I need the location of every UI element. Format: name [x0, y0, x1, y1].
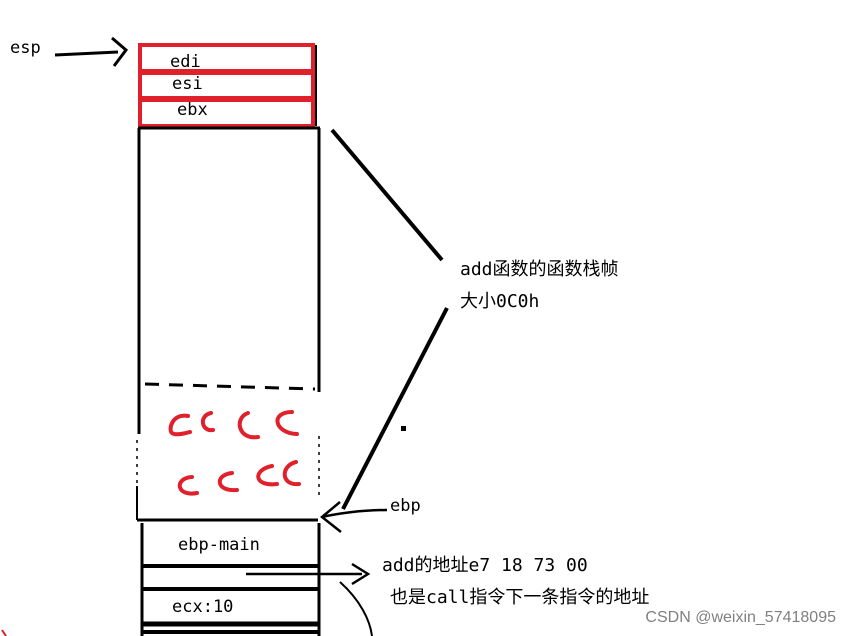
frame-pointer-bottom: [341, 307, 449, 510]
ebp-arrow-head: [320, 501, 342, 533]
fill-mark: [256, 464, 279, 487]
fill-mark: [177, 475, 199, 496]
stray-dot: [401, 426, 406, 431]
register-edi-label: edi: [170, 52, 201, 72]
retaddr-note-line2: 也是call指令下一条指令的地址: [390, 587, 650, 608]
fill-mark: [217, 471, 239, 493]
corner-mark: [1, 629, 7, 636]
register-box-ebx: [138, 98, 315, 128]
retaddr-curve: [339, 581, 373, 636]
stack-slot-ecx: ecx:10: [172, 597, 234, 617]
retaddr-arrow-head: [351, 562, 371, 586]
esp-arrow-shaft: [54, 50, 119, 57]
esp-label: esp: [10, 38, 41, 58]
fill-mark: [168, 413, 192, 437]
fill-mark: [282, 460, 301, 487]
fill-mark: [237, 411, 260, 440]
fill-marks: [168, 410, 301, 496]
fill-mark: [275, 410, 299, 436]
register-ebx-label: ebx: [177, 100, 208, 120]
stack-slot-ebp-main: ebp-main: [178, 535, 260, 555]
frame-note-line1: add函数的函数栈帧: [460, 259, 619, 280]
frame-dashed-divider: [144, 382, 316, 391]
retaddr-note-line1: add的地址e7 18 73 00: [382, 555, 588, 576]
fill-mark: [201, 411, 215, 433]
register-esi-label: esi: [172, 74, 203, 94]
watermark: CSDN @weixin_57418095: [645, 609, 836, 626]
frame-pointer-top: [330, 128, 444, 262]
ebp-arrow-shaft: [321, 508, 388, 519]
register-box-edi: [138, 43, 315, 73]
esp-arrow-head: [111, 36, 129, 67]
register-box-esi: [138, 71, 315, 100]
frame-note-line2: 大小0C0h: [460, 291, 540, 312]
ebp-label: ebp: [390, 496, 421, 516]
